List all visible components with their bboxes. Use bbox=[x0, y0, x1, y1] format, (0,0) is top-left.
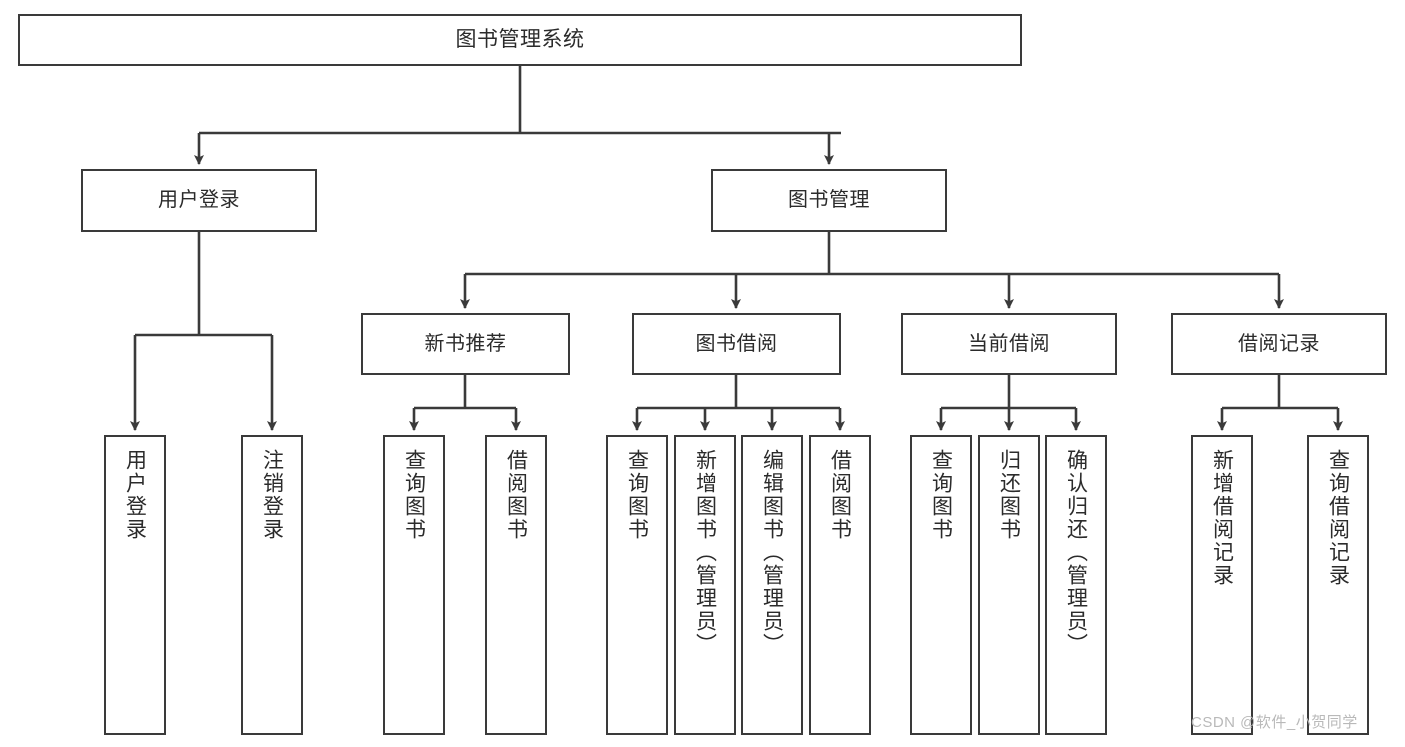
leaf-borrow-do-borrow[interactable]: 借阅图书 bbox=[809, 435, 871, 735]
node-label: 借阅记录 bbox=[1238, 332, 1320, 355]
node-label: 用户登录 bbox=[123, 449, 147, 541]
leaf-current-query-book[interactable]: 查询图书 bbox=[910, 435, 972, 735]
node-label: 归还图书 bbox=[997, 449, 1021, 541]
node-label: 查询图书 bbox=[402, 449, 426, 541]
leaf-user-login[interactable]: 用户登录 bbox=[104, 435, 166, 735]
node-label: 编辑图书（管理员） bbox=[760, 449, 784, 656]
leaf-recommend-query-book[interactable]: 查询图书 bbox=[383, 435, 445, 735]
leaf-user-logout[interactable]: 注销登录 bbox=[241, 435, 303, 735]
node-label: 查询借阅记录 bbox=[1326, 449, 1350, 587]
node-root-system[interactable]: 图书管理系统 bbox=[18, 14, 1022, 66]
leaf-borrow-query-book[interactable]: 查询图书 bbox=[606, 435, 668, 735]
node-label: 查询图书 bbox=[929, 449, 953, 541]
node-new-book-recommend[interactable]: 新书推荐 bbox=[361, 313, 570, 375]
node-user-login[interactable]: 用户登录 bbox=[81, 169, 317, 232]
node-label: 图书借阅 bbox=[695, 332, 778, 355]
node-label: 新增图书（管理员） bbox=[693, 449, 717, 656]
node-label: 注销登录 bbox=[260, 449, 284, 541]
node-label: 用户登录 bbox=[158, 189, 240, 211]
node-label: 新增借阅记录 bbox=[1210, 449, 1234, 587]
leaf-record-add[interactable]: 新增借阅记录 bbox=[1191, 435, 1253, 735]
node-label: 新书推荐 bbox=[424, 332, 507, 355]
node-current-borrow[interactable]: 当前借阅 bbox=[901, 313, 1117, 375]
node-label: 借阅图书 bbox=[828, 449, 852, 541]
node-label: 借阅图书 bbox=[504, 449, 528, 541]
node-label: 确认归还（管理员） bbox=[1064, 449, 1088, 656]
node-borrow-record[interactable]: 借阅记录 bbox=[1171, 313, 1387, 375]
leaf-current-return-book[interactable]: 归还图书 bbox=[978, 435, 1040, 735]
node-book-management[interactable]: 图书管理 bbox=[711, 169, 947, 232]
leaf-record-query[interactable]: 查询借阅记录 bbox=[1307, 435, 1369, 735]
node-label: 图书管理系统 bbox=[455, 27, 585, 51]
leaf-borrow-add-book-admin[interactable]: 新增图书（管理员） bbox=[674, 435, 736, 735]
node-label: 当前借阅 bbox=[968, 332, 1050, 355]
leaf-recommend-borrow-book[interactable]: 借阅图书 bbox=[485, 435, 547, 735]
leaf-borrow-edit-book-admin[interactable]: 编辑图书（管理员） bbox=[741, 435, 803, 735]
node-book-borrow[interactable]: 图书借阅 bbox=[632, 313, 841, 375]
leaf-current-confirm-return-admin[interactable]: 确认归还（管理员） bbox=[1045, 435, 1107, 735]
csdn-watermark: CSDN @软件_小贺同学 bbox=[1191, 714, 1358, 731]
node-label: 图书管理 bbox=[788, 189, 870, 211]
node-label: 查询图书 bbox=[625, 449, 649, 541]
